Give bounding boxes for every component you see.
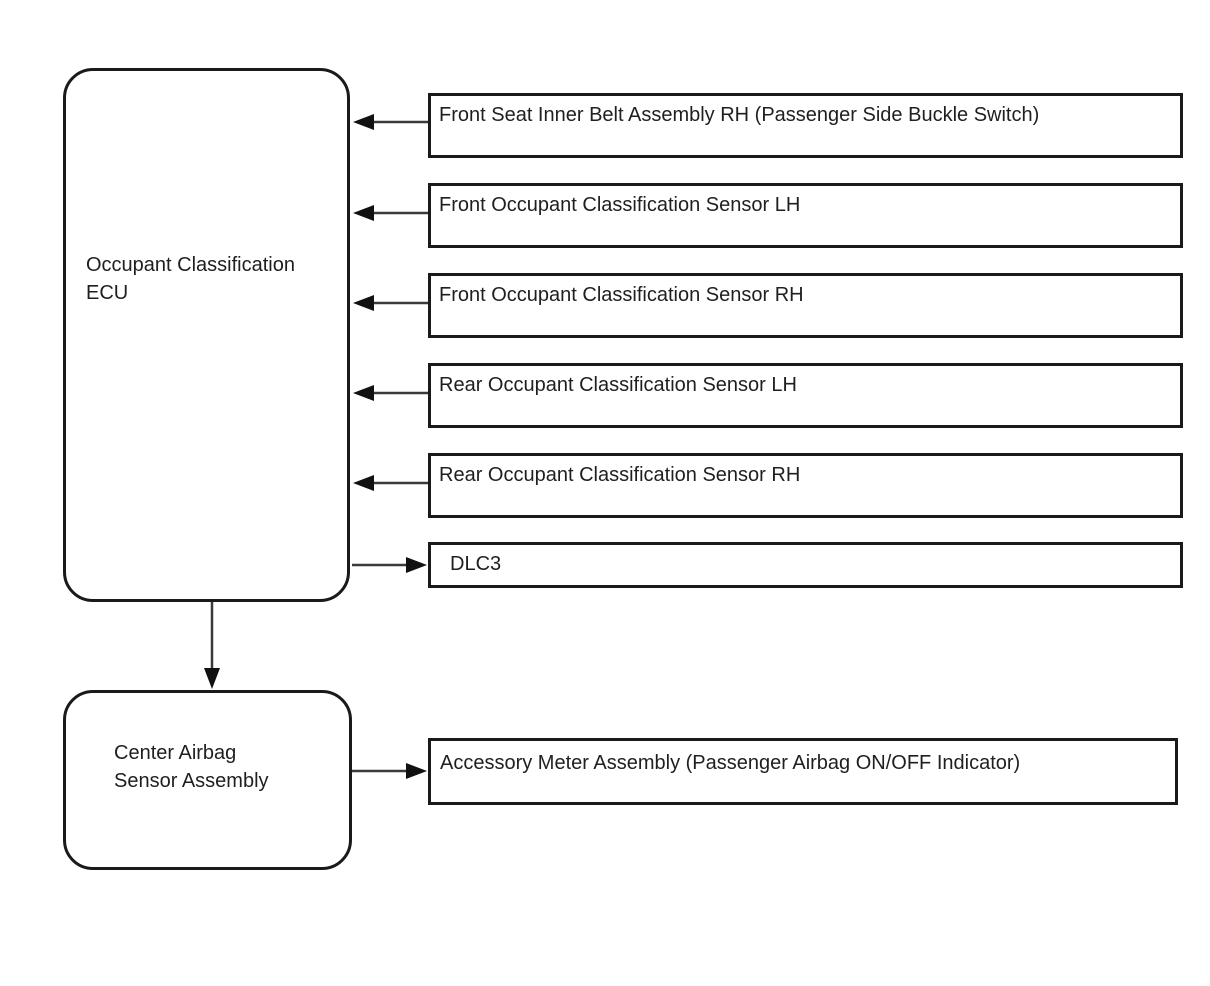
arrowhead-left-icon (353, 205, 374, 221)
arrowhead-right-icon (406, 557, 427, 573)
node-front-occupant-classification-sensor-rh: Front Occupant Classification Sensor RH (428, 273, 1183, 338)
node-dlc3: DLC3 (428, 542, 1183, 588)
node-label: Accessory Meter Assembly (Passenger Airb… (440, 752, 1021, 774)
node-label: Rear Occupant Classification Sensor LH (439, 374, 797, 396)
node-label: Front Occupant Classification Sensor LH (439, 194, 801, 216)
node-center-airbag-sensor-assembly: Center Airbag Sensor Assembly (63, 690, 352, 870)
node-label: Center Airbag Sensor Assembly (114, 742, 269, 792)
node-occupant-classification-ecu: Occupant Classification ECU (63, 68, 350, 602)
arrowhead-left-icon (353, 475, 374, 491)
node-label: DLC3 (450, 553, 502, 575)
node-label: Rear Occupant Classification Sensor RH (439, 464, 801, 486)
node-front-seat-inner-belt-rh: Front Seat Inner Belt Assembly RH (Passe… (428, 93, 1183, 158)
arrowhead-right-icon (406, 763, 427, 779)
node-label: Occupant Classification ECU (86, 254, 295, 304)
node-accessory-meter-assembly: Accessory Meter Assembly (Passenger Airb… (428, 738, 1178, 805)
arrowhead-down-icon (204, 668, 220, 689)
node-label: Front Occupant Classification Sensor RH (439, 284, 804, 306)
arrowhead-left-icon (353, 385, 374, 401)
node-rear-occupant-classification-sensor-rh: Rear Occupant Classification Sensor RH (428, 453, 1183, 518)
node-label: Front Seat Inner Belt Assembly RH (Passe… (439, 104, 1040, 126)
arrowhead-left-icon (353, 295, 374, 311)
node-rear-occupant-classification-sensor-lh: Rear Occupant Classification Sensor LH (428, 363, 1183, 428)
node-front-occupant-classification-sensor-lh: Front Occupant Classification Sensor LH (428, 183, 1183, 248)
arrowhead-left-icon (353, 114, 374, 130)
